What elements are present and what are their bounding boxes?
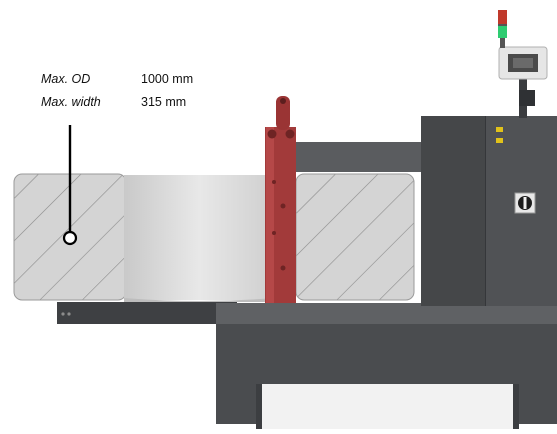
red-arm-pivot-left (267, 129, 277, 139)
red-arm-top-bracket (276, 96, 290, 130)
red-arm-pivot-right (285, 129, 295, 139)
indicator-light-top (496, 127, 503, 132)
coil-right-section (295, 173, 415, 301)
upper-beam (295, 142, 425, 172)
spec-max-od-value: 1000 mm (141, 72, 194, 86)
spec-max-width-value: 315 mm (141, 95, 187, 109)
base-rail (57, 302, 237, 324)
signal-tower-icon (498, 10, 507, 48)
indicator-light-bottom (496, 138, 503, 143)
spec-max-od: Max. OD 1000 mm (41, 72, 193, 86)
spec-max-od-label: Max. OD (41, 72, 91, 86)
coil-center-sheet (124, 175, 274, 300)
machine-base-top (216, 303, 557, 325)
spec-max-width-label: Max. width (41, 95, 101, 109)
callout-target-marker (62, 230, 78, 246)
base-leg-opening (260, 384, 515, 429)
spec-max-width: Max. width 315 mm (41, 95, 186, 109)
control-panel-screen-icon (498, 46, 548, 80)
selector-switch-icon (514, 192, 536, 214)
